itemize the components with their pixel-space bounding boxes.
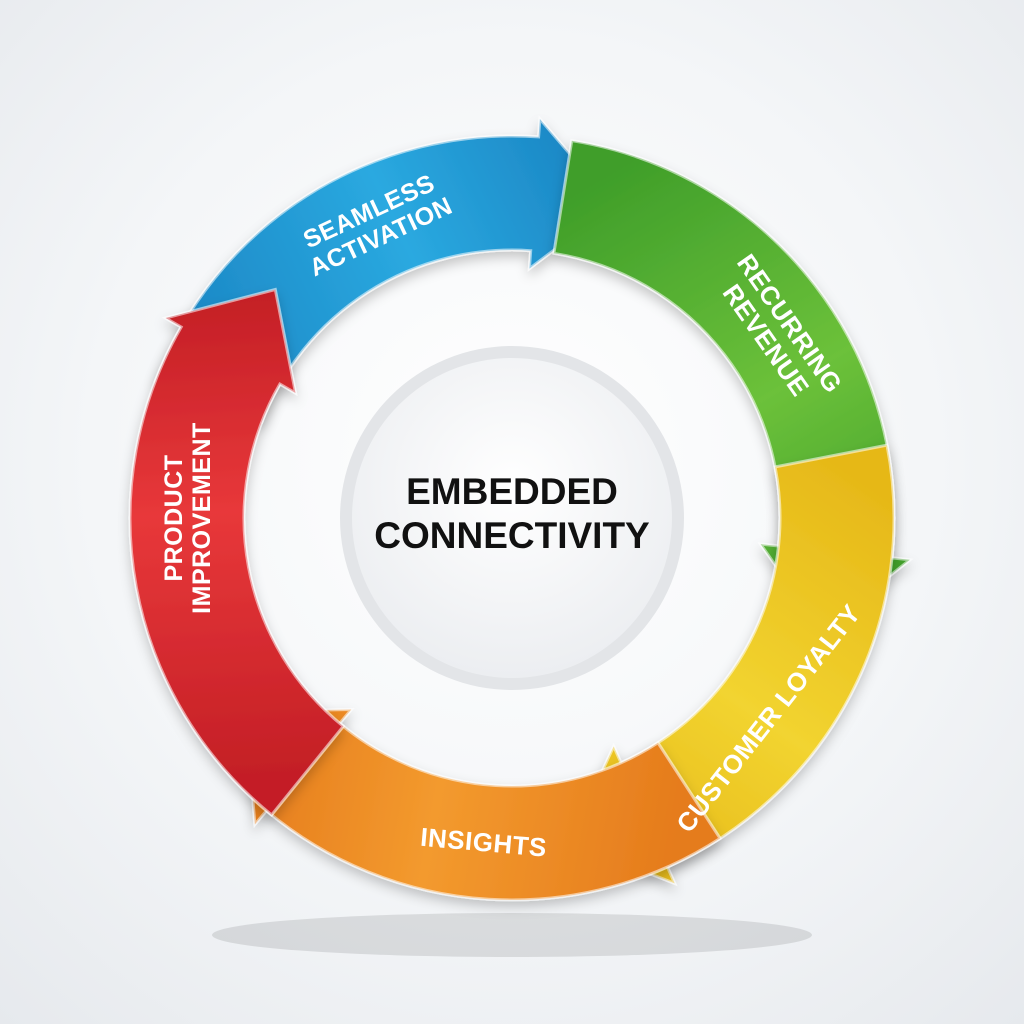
hub-disc	[352, 358, 672, 678]
segment-label-product-improvement-line-1: PRODUCT	[160, 454, 188, 581]
segment-label-product-improvement-line-2: IMPROVEMENT	[188, 422, 216, 614]
center-title-line-1: EMBEDDED	[406, 471, 618, 512]
arrow-segment-insights	[244, 707, 723, 902]
center-title-line-2: CONNECTIVITY	[374, 515, 650, 556]
ground-shadow	[212, 913, 812, 957]
arrow-segment-product-improvement	[128, 287, 346, 818]
